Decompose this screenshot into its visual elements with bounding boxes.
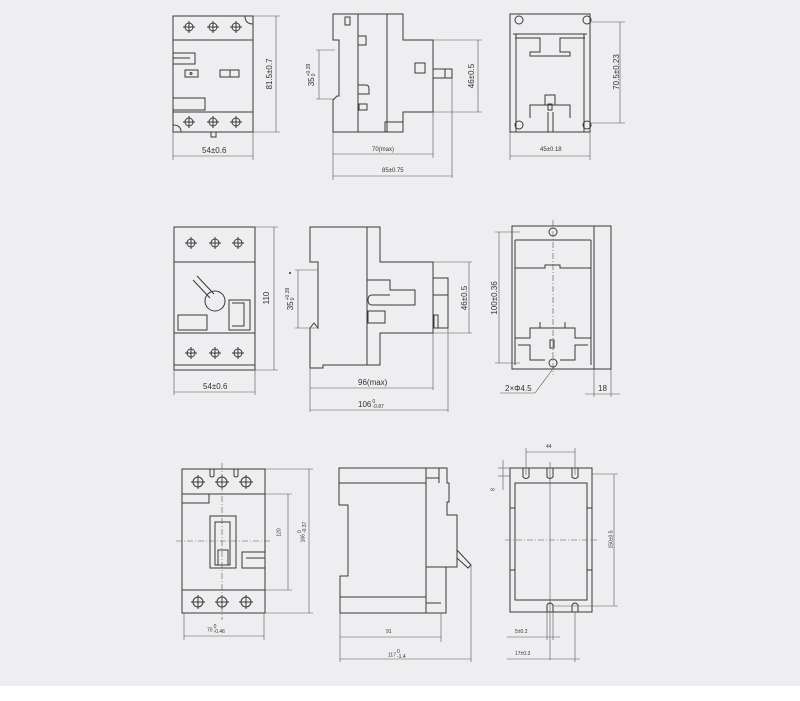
r1-back-holespacing-label: 70.5±0.23 (612, 54, 621, 90)
row2-side-view (289, 226, 472, 412)
r3-front-innerheight-label: 120 (276, 528, 283, 537)
r2-front-width-label: 54±0.6 (203, 382, 228, 391)
r2-depth-tol-upper: 0 (372, 399, 376, 405)
row1-front-view (172, 15, 280, 160)
technical-drawings (172, 13, 625, 662)
r3-depth-value: 117 (388, 652, 396, 659)
r1-side-depth-label: 85±0.75 (382, 168, 404, 174)
row2-front-view (173, 226, 278, 395)
r2-depth-tol-lower: -0.87 (372, 404, 384, 410)
r3-width-value: 70 (207, 627, 213, 634)
r3-back-holespacing-label: 150±0.5 (608, 530, 615, 549)
r1-rail-tol-lower: 0 (311, 73, 317, 77)
row3-back-view (498, 448, 618, 662)
r3-back-topspacing-label: 44 (546, 444, 552, 450)
row1-back-view (509, 13, 625, 160)
r2-rail-value: 35 (286, 301, 296, 311)
r2-back-hole-label: 2×Φ4.5 (505, 384, 532, 393)
r2-front-height-label: 110 (262, 291, 271, 305)
r1-back-width-label: 45±0.18 (540, 147, 562, 153)
r3-back-slotspacing-label: 17±0.3 (515, 651, 531, 657)
r1-rail-value: 35 (307, 77, 317, 87)
r3-width-tol-lower: -0.46 (213, 629, 225, 635)
r1-side-depthmax-label: 70(max) (372, 147, 395, 153)
row2-back-view (495, 220, 620, 397)
r3-depth-tol-upper: 0 (396, 649, 400, 655)
r2-rail-tol-lower: 0 (290, 297, 296, 301)
r1-side-height-label: 46±0.5 (467, 63, 476, 89)
r2-side-depthmax-label: 96(max) (358, 378, 388, 387)
r2-back-holespacing-label: 100±0.36 (490, 281, 499, 315)
r2-back-offset-label: 18 (598, 384, 607, 393)
r3-depth-tol-lower: -1.4 (396, 654, 406, 660)
r1-front-height-label: 81.5±0.7 (265, 58, 274, 90)
row3-front-view (176, 463, 313, 640)
r3-side-depthinner-label: 91 (386, 629, 392, 635)
r1-front-width-label: 54±0.6 (202, 146, 227, 155)
r3-back-topoffset-label: 8 (490, 488, 497, 491)
r2-side-height-label: 46±0.5 (460, 285, 469, 311)
r3-height-tol-lower: -0.37 (302, 521, 308, 534)
r3-back-slotwidth-label: 5±0.2 (515, 629, 528, 635)
r3-width-tol-upper: 0 (213, 624, 217, 630)
row1-side-view (316, 13, 482, 180)
r3-height-value: 166 (300, 534, 307, 543)
r2-depth-value: 106 (358, 400, 372, 410)
row3-side-view (338, 467, 472, 662)
